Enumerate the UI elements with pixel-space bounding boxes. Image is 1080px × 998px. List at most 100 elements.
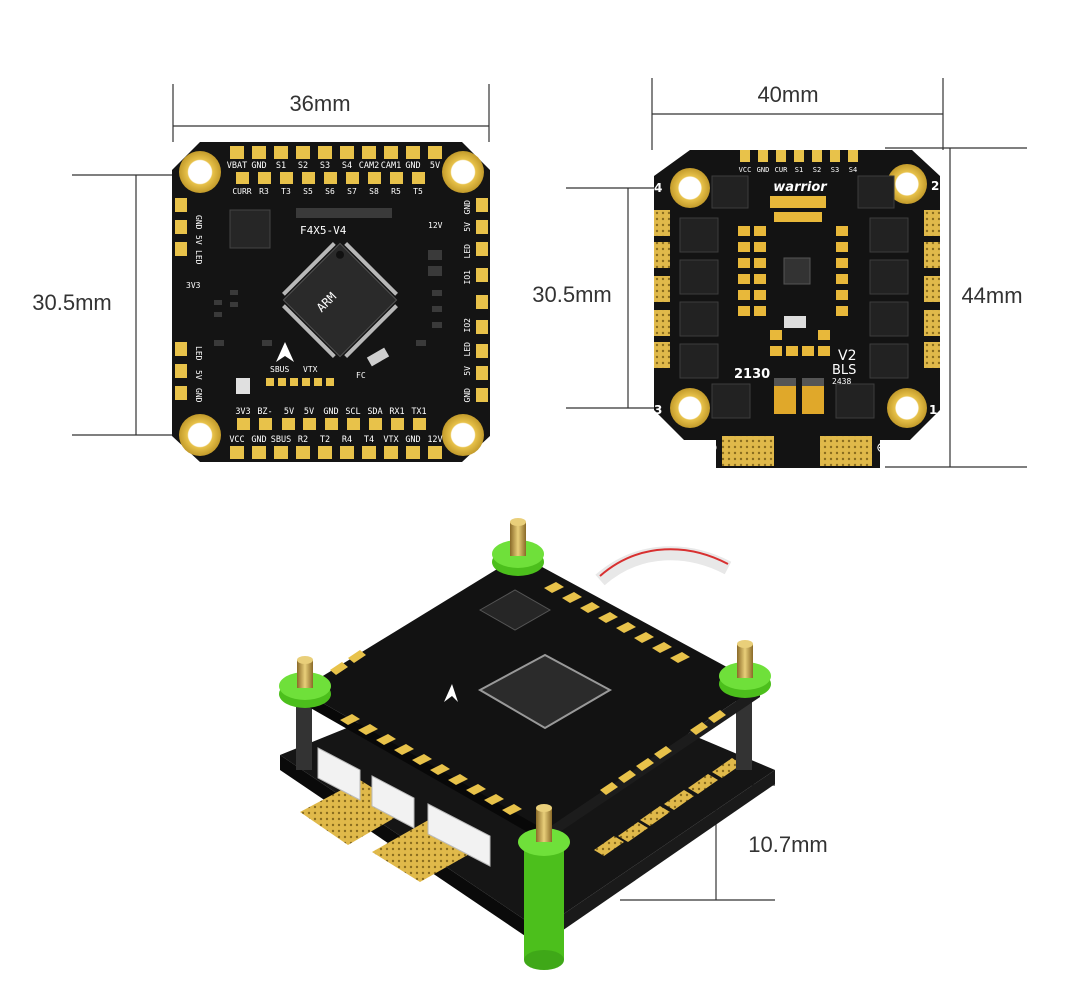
stack-height-label: 10.7mm [748, 832, 827, 857]
svg-text:T5: T5 [413, 187, 423, 196]
svg-text:GND: GND [405, 161, 420, 171]
fc-inner-bottom-pads [237, 418, 426, 430]
svg-text:LED: LED [463, 342, 472, 357]
svg-text:BZ-: BZ- [257, 407, 272, 417]
svg-text:3: 3 [654, 403, 662, 417]
svg-text:5V: 5V [430, 161, 440, 171]
fc-width-dimension [172, 84, 490, 142]
svg-text:4: 4 [654, 181, 662, 195]
svg-text:VCC: VCC [739, 166, 752, 174]
stack-fc-pads [330, 582, 726, 815]
fc-left-labels: GND 5V LED 3V3 LED 5V GND [186, 215, 203, 403]
svg-text:3V3: 3V3 [235, 407, 250, 417]
svg-text:S2: S2 [298, 161, 308, 171]
fc-mount-hole-tr [442, 151, 484, 193]
fc-mid-pads [266, 378, 334, 386]
svg-text:S5: S5 [303, 187, 313, 196]
fc-mount-label: 30.5mm [32, 290, 111, 315]
stack-wire-harness [595, 546, 732, 586]
esc-width-dimension [651, 78, 944, 150]
fc-left-pads [175, 198, 187, 400]
fc-right-labels: 12V GND 5V LED IO1 IO2 LED 5V GND [428, 200, 472, 403]
esc-minus-sign: ⊖ [876, 440, 888, 456]
esc-negative-pad [820, 436, 872, 466]
svg-text:IO1: IO1 [463, 270, 472, 285]
esc-corner-numbers: 4 2 3 1 [654, 179, 939, 417]
svg-text:GND: GND [194, 388, 203, 403]
svg-text:VCC: VCC [229, 435, 244, 445]
svg-text:R2: R2 [298, 435, 308, 445]
svg-text:S8: S8 [369, 187, 379, 196]
stack-connectors [317, 747, 491, 867]
esc-right-pads [924, 210, 940, 368]
svg-text:T4: T4 [364, 435, 374, 445]
fc-top-pads [230, 146, 442, 159]
fc-inner-bottom-labels: 3V3 BZ- 5V 5V GND SCL SDA RX1 TX1 [235, 407, 426, 417]
fc-board-top-view: 36mm 30.5mm VBAT GND S1 S2 S3 [32, 84, 490, 462]
stack-fc-gyro [478, 589, 552, 631]
svg-text:5V: 5V [463, 366, 472, 376]
esc-board-top-view: 40mm 44mm 30.5mm ⊕ ⊖ [532, 78, 1027, 468]
svg-text:IO2: IO2 [463, 318, 472, 333]
stack-wire-red [599, 548, 729, 577]
svg-text:R5: R5 [391, 187, 401, 196]
esc-center-pads [738, 196, 848, 356]
fc-model-label: F4X5-V4 [300, 224, 347, 237]
esc-brand-label: warrior [773, 180, 828, 195]
svg-text:GND: GND [463, 200, 472, 215]
svg-text:GND: GND [757, 166, 770, 174]
esc-mount-hole-4 [670, 168, 710, 208]
svg-text:S1: S1 [795, 166, 803, 174]
esc-width-label: 40mm [757, 82, 818, 107]
esc-height-dimension [885, 147, 1027, 468]
esc-type-label: BLS [832, 363, 856, 378]
stack-fc-board-edge [300, 690, 545, 842]
fc-bottom-labels: VCC GND SBUS R2 T2 R4 T4 VTX GND 12V [229, 435, 442, 445]
svg-text:SBUS: SBUS [271, 435, 291, 445]
fc-mcu: ARM [282, 242, 398, 358]
esc-mount-hole-1 [887, 388, 927, 428]
esc-number-label: 2130 [734, 367, 770, 382]
fc-width-label: 36mm [289, 91, 350, 116]
svg-text:5V: 5V [194, 235, 203, 245]
esc-height-label: 44mm [961, 283, 1022, 308]
svg-text:GND: GND [251, 161, 266, 171]
stack-esc-board-edge-right [540, 770, 775, 946]
svg-text:R4: R4 [342, 435, 352, 445]
esc-mount-hole-3 [670, 388, 710, 428]
esc-capacitors [774, 378, 824, 414]
svg-text:S4: S4 [342, 161, 352, 171]
fc-mount-hole-bl [179, 414, 221, 456]
svg-text:R3: R3 [259, 187, 269, 196]
svg-text:RX1: RX1 [389, 407, 404, 417]
svg-text:CURR: CURR [232, 187, 251, 196]
fc-second-row-pads [236, 172, 425, 184]
svg-text:5V: 5V [304, 407, 314, 417]
esc-plus-sign: ⊕ [706, 440, 718, 456]
svg-text:VTX: VTX [303, 365, 318, 374]
fc-crystal [366, 347, 390, 367]
svg-text:S7: S7 [347, 187, 357, 196]
svg-text:2: 2 [931, 179, 939, 193]
esc-mount-hole-2 [887, 164, 927, 204]
stack-esc-side-pads [594, 758, 742, 856]
svg-text:3V3: 3V3 [186, 281, 201, 290]
stack-spacer-top [492, 518, 544, 576]
svg-text:T2: T2 [320, 435, 330, 445]
svg-text:SBUS: SBUS [270, 365, 289, 374]
fc-second-row-labels: CURR R3 T3 S5 S6 S7 S8 R5 T5 [232, 187, 423, 196]
svg-text:GND: GND [251, 435, 266, 445]
esc-current-label: 2438 [832, 377, 851, 386]
fc-passives [214, 250, 442, 346]
svg-text:SCL: SCL [345, 407, 360, 417]
svg-text:5V: 5V [194, 370, 203, 380]
stack-post-lower-left [296, 700, 312, 770]
fc-bottom-pads [230, 446, 442, 459]
esc-small-chip [784, 316, 806, 328]
svg-text:GND: GND [463, 388, 472, 403]
fc-misc-labels: 3V3 SBUS VTX FC [270, 365, 366, 380]
svg-text:GND: GND [323, 407, 338, 417]
esc-left-pads [654, 210, 670, 368]
svg-text:CAM2: CAM2 [359, 161, 379, 171]
